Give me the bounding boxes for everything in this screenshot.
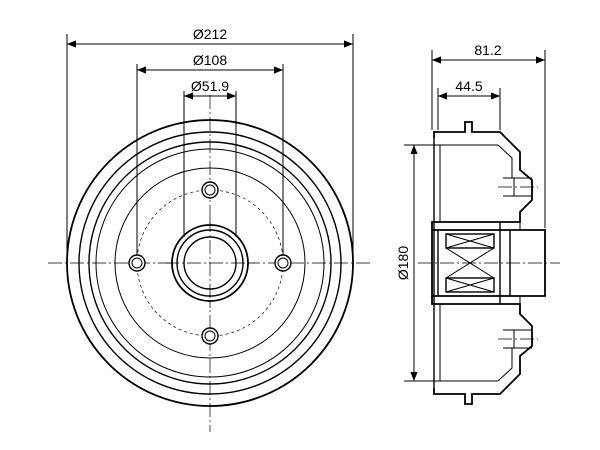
drum-section-top xyxy=(431,121,533,230)
bolt-hole xyxy=(128,254,146,272)
inner-diameter-label: Ø180 xyxy=(395,246,411,280)
bolt-circle-diameter-label: Ø108 xyxy=(193,52,227,68)
drum-braking-surface-ring xyxy=(88,141,332,385)
hub-offset-label: 44.5 xyxy=(455,78,482,94)
drum-face-ring xyxy=(114,167,306,359)
drum-inner-ring xyxy=(95,148,325,378)
stud-hole-bottom xyxy=(498,329,538,349)
side-section-view: 81.2 44.5 Ø180 xyxy=(395,42,560,405)
bolt-hole xyxy=(201,327,219,345)
total-width-label: 81.2 xyxy=(474,42,501,58)
stud-hole-top xyxy=(498,177,538,197)
bolt-hole xyxy=(201,181,219,199)
bolt-hole xyxy=(274,254,292,272)
drum-rim-ring xyxy=(78,131,342,395)
outer-diameter-label: Ø212 xyxy=(193,26,227,42)
drum-section-bottom xyxy=(431,296,533,405)
center-bore-diameter-label: Ø51.9 xyxy=(191,78,229,94)
front-view: Ø212 Ø108 Ø51.9 xyxy=(48,26,372,432)
hub-bore-section xyxy=(431,229,546,297)
bearing xyxy=(445,233,495,293)
